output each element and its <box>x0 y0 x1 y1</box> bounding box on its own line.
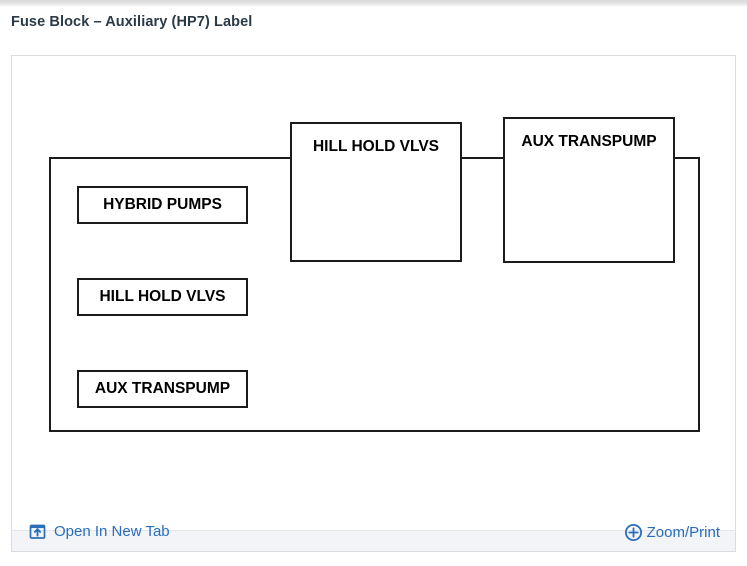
diagram-canvas[interactable]: HYBRID PUMPS HILL HOLD VLVS AUX TRANSPUM… <box>12 56 735 530</box>
window-top-strip <box>0 0 747 7</box>
fuse-box-hill-hold-vlvs-large[interactable]: HILL HOLD VLVS <box>290 122 462 262</box>
zoom-print-label: Zoom/Print <box>646 524 720 541</box>
diagram-viewer-card: HYBRID PUMPS HILL HOLD VLVS AUX TRANSPUM… <box>11 55 736 552</box>
page-title: Fuse Block – Auxiliary (HP7) Label <box>11 14 253 30</box>
open-in-new-tab-button[interactable]: Open In New Tab <box>28 522 170 541</box>
open-in-new-tab-icon <box>28 522 47 541</box>
fuse-box-hill-hold-vlvs-left[interactable]: HILL HOLD VLVS <box>77 278 248 316</box>
fuse-box-aux-transpump-large[interactable]: AUX TRANSPUMP <box>503 117 675 263</box>
fuse-box-hybrid-pumps[interactable]: HYBRID PUMPS <box>77 186 248 224</box>
open-in-new-tab-label: Open In New Tab <box>54 523 170 540</box>
viewer-toolbar: Open In New Tab Zoom/Print <box>12 523 735 551</box>
fuse-box-aux-transpump-left[interactable]: AUX TRANSPUMP <box>77 370 248 408</box>
circle-plus-icon <box>623 522 644 543</box>
zoom-print-button[interactable]: Zoom/Print <box>623 522 720 543</box>
